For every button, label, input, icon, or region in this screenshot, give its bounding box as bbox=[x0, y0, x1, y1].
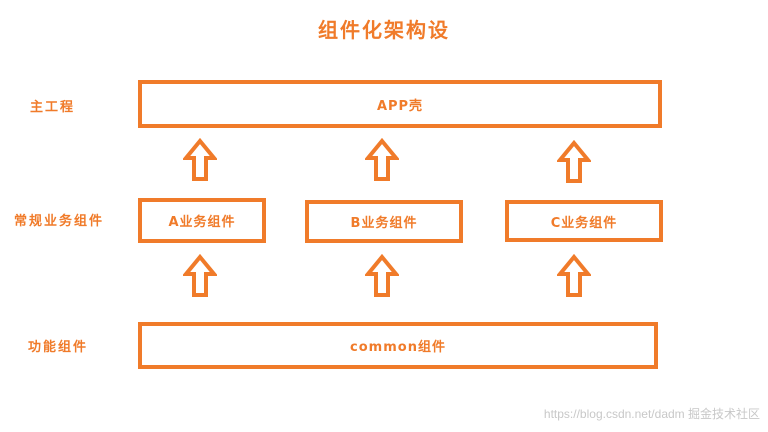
up-arrow-icon bbox=[365, 254, 399, 297]
row-label-business-components: 常规业务组件 bbox=[14, 214, 105, 229]
up-arrow-icon bbox=[183, 254, 217, 297]
up-arrow-icon bbox=[365, 138, 399, 181]
box-component-c: C业务组件 bbox=[505, 200, 663, 242]
box-component-b: B业务组件 bbox=[305, 200, 463, 243]
box-common: common组件 bbox=[138, 322, 658, 369]
up-arrow-icon bbox=[557, 254, 591, 297]
up-arrow-icon bbox=[557, 140, 591, 183]
box-app-shell: APP壳 bbox=[138, 80, 662, 128]
watermark: https://blog.csdn.net/dadm 掘金技术社区 bbox=[543, 407, 760, 421]
row-label-main-project: 主工程 bbox=[30, 100, 76, 115]
box-component-a: A业务组件 bbox=[138, 198, 266, 243]
row-label-function-components: 功能组件 bbox=[28, 340, 89, 355]
diagram-title: 组件化架构设 bbox=[318, 18, 450, 42]
up-arrow-icon bbox=[183, 138, 217, 181]
